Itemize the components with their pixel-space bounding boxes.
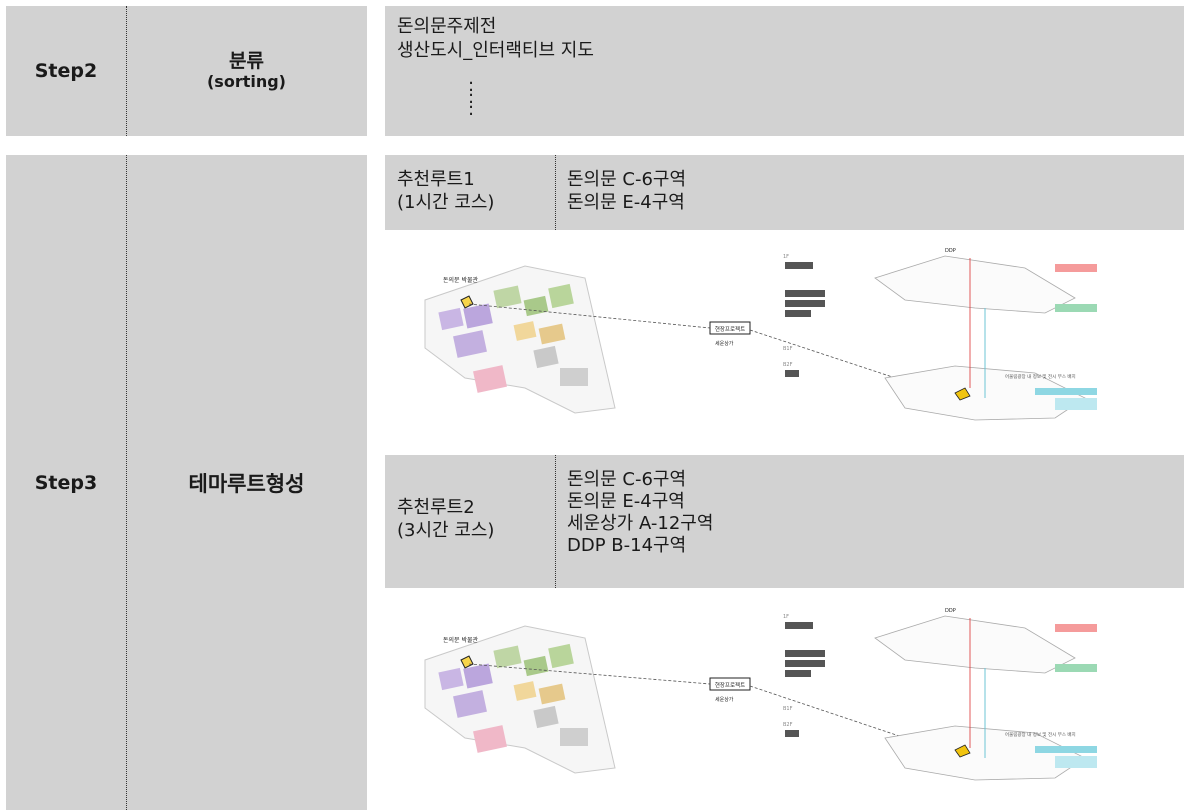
route2-area-3: 세운상가 A-12구역 [567,513,714,534]
route1-note: 어울림광장 내 정보 및 전시 부스 배치 [1005,373,1076,380]
route1-duration: (1시간 코스) [397,192,495,213]
route2-name: 추천루트2 [397,497,475,518]
route2-project-box [709,677,751,691]
step2-label: Step2 [34,60,98,82]
step2-divider [126,6,127,136]
route2-path-a [468,663,711,685]
step2-ellipsis: : : : [468,75,475,120]
step3-label-cell: Step3 [6,155,126,810]
route1-ddp-label: DDP [945,248,956,254]
step2-label-cell: Step2 [6,6,126,136]
step3-label: Step3 [34,471,98,494]
step3-title: 테마루트형성 [188,471,305,496]
route2-duration: (3시간 코스) [397,520,495,541]
route1-ddp-diagram: 1F B1F B2F DDP 어울림광장 내 정보 및 전시 부스 배치 [783,248,1097,421]
route1-b2f-label: B2F [783,362,793,368]
route2-sewoon-label: 세운상가 [715,696,734,703]
step2-title-cell: 분류 (sorting) [126,6,367,136]
route2-museum-label: 돈의문 박물관 [443,636,479,644]
step3-title-cell: 테마루트형성 [126,155,367,810]
route1-site-plan: 돈의문 박물관 [424,265,616,414]
route1-header: 추천루트1 (1시간 코스) 돈의문 C-6구역 돈의문 E-4구역 [385,155,1184,230]
route2-1f-label: 1F [783,614,789,620]
route1-name: 추천루트1 [397,169,475,190]
step2-line-1: 돈의문주제전 [397,16,497,37]
route1-1f-label: 1F [783,254,789,260]
step2-title: 분류 (sorting) [206,49,286,91]
step3-divider [126,155,127,810]
step2-title-main: 분류 [229,49,264,72]
route2-area-4: DDP B-14구역 [567,535,687,556]
route1-b1f-label: B1F [783,346,793,352]
route1-marker [460,295,474,309]
route2-divider [555,455,556,588]
route2-area-1: 돈의문 C-6구역 [567,469,687,490]
route1-area-2: 돈의문 E-4구역 [567,192,685,213]
step2-line-2: 생산도시_인터랙티브 지도 [397,40,594,61]
route1-project-label: 현장프로젝트 [715,325,745,333]
route1-area-1: 돈의문 C-6구역 [567,169,687,190]
route1-path-a [468,303,711,329]
route2-marker [460,655,474,669]
route1-project-box [709,321,751,335]
route2-ddp-label: DDP [945,608,956,614]
route2-ddp-diagram: 1F B1F B2F DDP 어울림광장 내 정보 및 전시 부스 배치 [783,608,1097,781]
route2-header: 추천루트2 (3시간 코스) 돈의문 C-6구역 돈의문 E-4구역 세운상가 … [385,455,1184,588]
step2-title-sub: (sorting) [206,71,286,91]
route2-map: 돈의문 박물관 현장프로젝트 세운상가 1F B1F B2F DDP 어울림광장… [424,608,1097,781]
route2-project-label: 현장프로젝트 [715,681,745,689]
route2-b2f-label: B2F [783,722,793,728]
route1-divider [555,155,556,230]
route1-sewoon-label: 세운상가 [715,340,734,347]
route2-area-2: 돈의문 E-4구역 [567,491,685,512]
route1-map: 돈의문 박물관 현장프로젝트 세운상가 1F B1F B2F DDP 어울림광장… [424,248,1097,421]
route1-museum-label: 돈의문 박물관 [443,276,479,284]
step2-content-cell: 돈의문주제전 생산도시_인터랙티브 지도 : : : [385,6,1184,136]
route2-b1f-label: B1F [783,706,793,712]
route2-site-plan: 돈의문 박물관 [424,625,616,774]
route2-note: 어울림광장 내 정보 및 전시 부스 배치 [1005,731,1076,738]
